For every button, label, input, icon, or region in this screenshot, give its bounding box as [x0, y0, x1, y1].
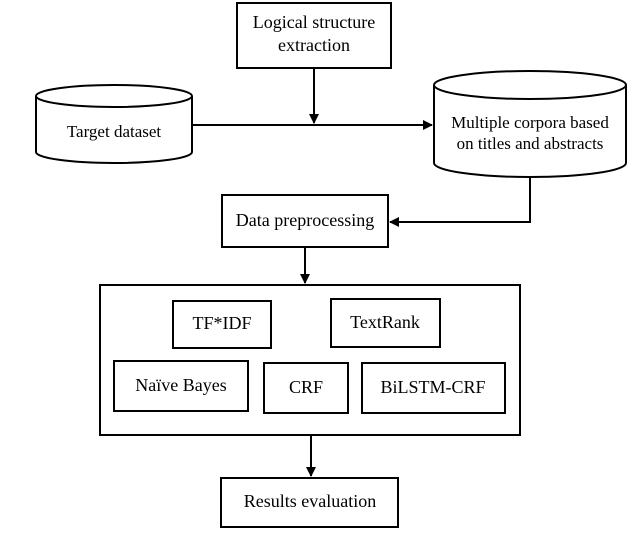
results-evaluation-label: Results evaluation [244, 491, 376, 511]
logical-structure-label-line2: extraction [278, 35, 350, 55]
multiple-corpora-label-line2: on titles and abstracts [457, 134, 604, 153]
method-naive-bayes: Naïve Bayes [113, 360, 249, 412]
target-dataset-label: Target dataset [67, 122, 162, 141]
method-tfidf-label: TF*IDF [192, 313, 251, 333]
methods-container: TF*IDF TextRank Naïve Bayes CRF BiLSTM-C… [99, 284, 521, 436]
method-crf: CRF [263, 362, 349, 414]
multiple-corpora-label-line1: Multiple corpora based [451, 113, 609, 132]
method-textrank-label: TextRank [350, 312, 420, 332]
method-textrank: TextRank [330, 298, 441, 348]
method-crf-label: CRF [289, 377, 323, 397]
results-evaluation-node: Results evaluation [220, 477, 399, 528]
logical-structure-node: Logical structure extraction [236, 2, 392, 69]
multiple-corpora-node: Multiple corpora based on titles and abs… [433, 70, 627, 178]
data-preprocessing-node: Data preprocessing [221, 194, 389, 248]
method-bilstm-crf-label: BiLSTM-CRF [380, 377, 485, 397]
data-preprocessing-label: Data preprocessing [236, 210, 374, 230]
logical-structure-label-line1: Logical structure [253, 12, 375, 32]
method-bilstm-crf: BiLSTM-CRF [361, 362, 506, 414]
method-naive-bayes-label: Naïve Bayes [135, 375, 226, 395]
method-tfidf: TF*IDF [172, 300, 272, 349]
target-dataset-node: Target dataset [35, 84, 193, 164]
edge-corpora-to-preprocessing [389, 177, 531, 227]
